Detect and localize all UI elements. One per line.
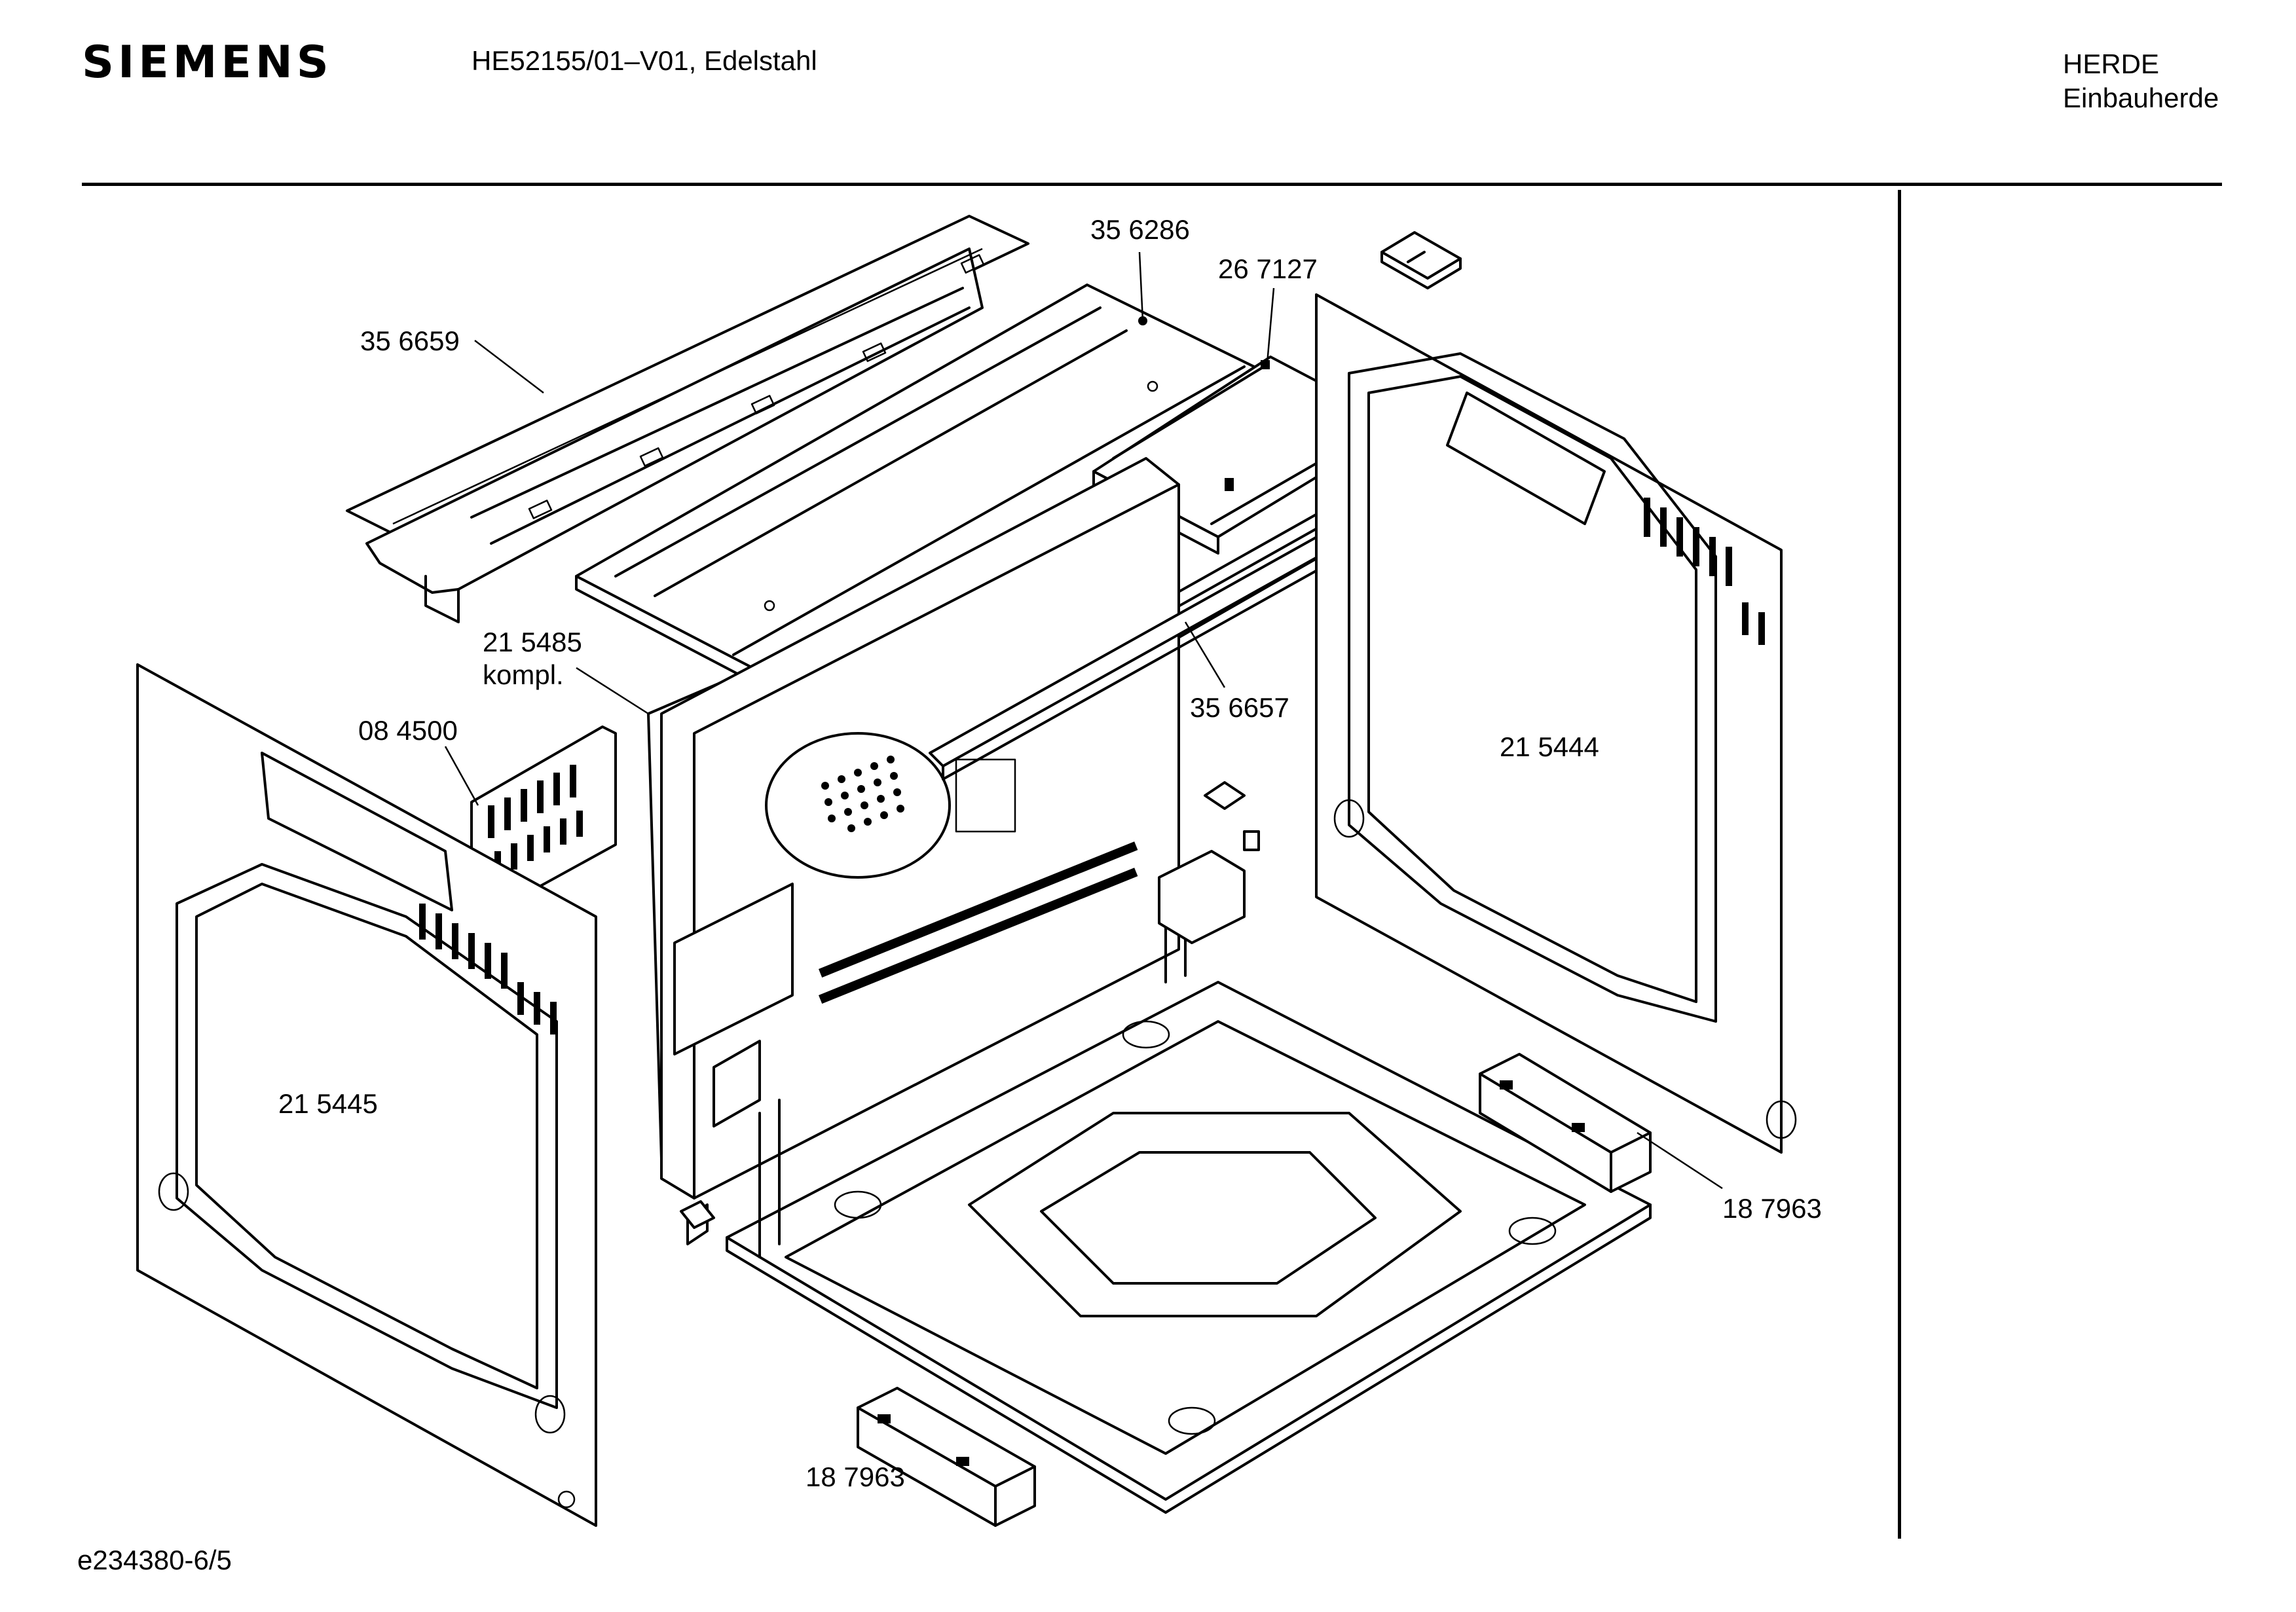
header-divider bbox=[82, 183, 2222, 186]
side-divider bbox=[1898, 190, 1901, 1539]
label-35-6286: 35 6286 bbox=[1090, 214, 1190, 245]
part-rail-right[interactable] bbox=[1479, 1053, 1652, 1193]
label-08-4500: 08 4500 bbox=[358, 715, 458, 746]
part-top-rear-profile[interactable] bbox=[346, 215, 1029, 623]
part-left-side-wall[interactable] bbox=[136, 663, 597, 1527]
part-top-clip[interactable] bbox=[1380, 231, 1462, 289]
model-title: HE52155/01–V01, Edelstahl bbox=[472, 45, 817, 76]
leader-lines bbox=[444, 251, 1723, 1190]
part-right-side-wall[interactable] bbox=[1315, 293, 1797, 1154]
part-rear-wall[interactable] bbox=[647, 457, 1180, 1200]
label-18-7963-right: 18 7963 bbox=[1722, 1193, 1822, 1224]
label-21-5485: 21 5485 bbox=[483, 627, 582, 657]
label-35-6659: 35 6659 bbox=[360, 325, 460, 356]
category-sub: Einbauherde bbox=[2063, 82, 2219, 113]
brand-logo: SIEMENS bbox=[82, 37, 333, 88]
label-21-5444: 21 5444 bbox=[1500, 731, 1599, 762]
label-21-5445: 21 5445 bbox=[278, 1088, 378, 1119]
part-labels: 35 6659 35 6286 26 7127 21 5485 kompl. 0… bbox=[278, 214, 1822, 1492]
part-oven-base[interactable] bbox=[726, 850, 1652, 1514]
category-block: HERDE Einbauherde bbox=[2063, 47, 2219, 115]
document-reference: e234380-6/5 bbox=[77, 1545, 232, 1575]
label-18-7963-left: 18 7963 bbox=[805, 1461, 905, 1492]
part-rail-left[interactable] bbox=[857, 1387, 1036, 1527]
category-main: HERDE bbox=[2063, 48, 2160, 79]
label-26-7127: 26 7127 bbox=[1218, 253, 1318, 284]
label-21-5485-note: kompl. bbox=[483, 659, 564, 690]
part-small-clips[interactable] bbox=[680, 781, 1260, 1245]
label-35-6657: 35 6657 bbox=[1190, 692, 1289, 723]
